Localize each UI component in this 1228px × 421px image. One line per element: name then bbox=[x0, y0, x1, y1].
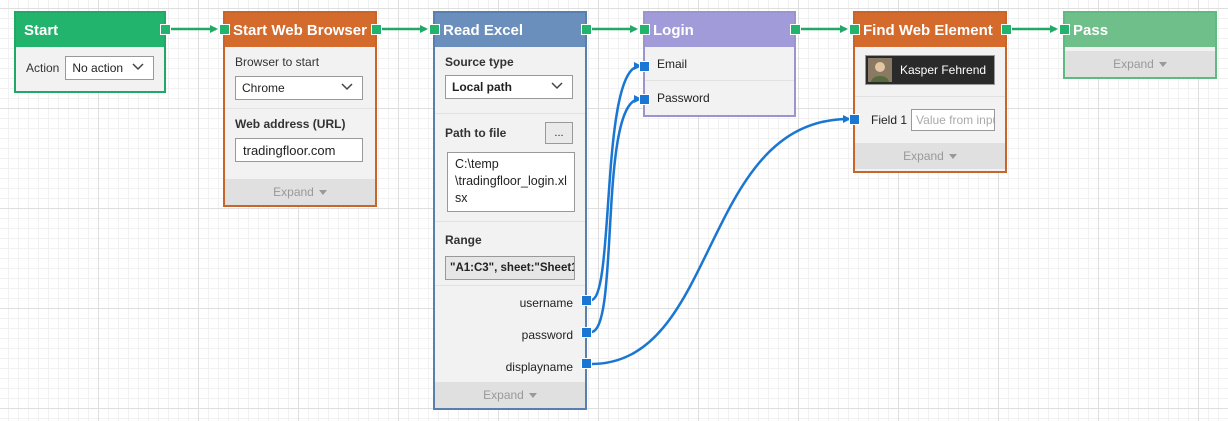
data-link-username-email[interactable] bbox=[590, 62, 642, 302]
find-out-port[interactable] bbox=[1001, 24, 1012, 35]
browser-in-port[interactable] bbox=[219, 24, 230, 35]
find-web-element-node[interactable]: Find Web Element Kasper Fehrend Field 1 … bbox=[853, 11, 1007, 173]
login-node-title: Login bbox=[645, 13, 794, 47]
chevron-down-icon bbox=[341, 83, 353, 91]
pass-node[interactable]: Pass Expand bbox=[1063, 11, 1217, 79]
login-in-port[interactable] bbox=[639, 24, 650, 35]
start-out-port[interactable] bbox=[160, 24, 171, 35]
find-expand-button[interactable]: Expand bbox=[855, 143, 1005, 169]
browser-node-title: Start Web Browser bbox=[225, 13, 375, 47]
find-expand-label: Expand bbox=[903, 149, 944, 163]
find-in-port[interactable] bbox=[849, 24, 860, 35]
data-link-displayname-field1[interactable] bbox=[590, 115, 851, 366]
browser-select-value: Chrome bbox=[242, 81, 285, 95]
browse-button[interactable]: ... bbox=[545, 122, 573, 144]
pass-in-port[interactable] bbox=[1059, 24, 1070, 35]
login-input-password: Password bbox=[657, 91, 710, 105]
username-out-port[interactable] bbox=[581, 295, 592, 306]
browser-select[interactable]: Chrome bbox=[235, 76, 363, 100]
caret-down-icon bbox=[948, 153, 957, 159]
pass-node-title: Pass bbox=[1065, 13, 1215, 47]
start-node[interactable]: Start Action No action bbox=[14, 11, 166, 93]
action-label: Action bbox=[26, 61, 60, 75]
excel-in-port[interactable] bbox=[429, 24, 440, 35]
login-out-port[interactable] bbox=[790, 24, 801, 35]
action-select[interactable]: No action bbox=[65, 56, 154, 80]
password-out-port[interactable] bbox=[581, 327, 592, 338]
action-select-value: No action bbox=[72, 61, 124, 75]
element-screenshot[interactable]: Kasper Fehrend bbox=[865, 55, 995, 85]
field1-placeholder: Value from input bbox=[916, 113, 995, 127]
start-web-browser-node[interactable]: Start Web Browser Browser to start Chrom… bbox=[223, 11, 377, 207]
read-excel-node[interactable]: Read Excel Source type Local path Path t… bbox=[433, 11, 587, 410]
find-node-title: Find Web Element bbox=[855, 13, 1005, 47]
login-input-email: Email bbox=[657, 56, 688, 71]
pass-expand-label: Expand bbox=[1113, 57, 1154, 71]
url-input-value: tradingfloor.com bbox=[243, 142, 336, 158]
field1-label: Field 1 bbox=[871, 113, 908, 127]
caret-down-icon bbox=[1158, 61, 1167, 67]
browser-expand-button[interactable]: Expand bbox=[225, 179, 375, 205]
range-value: "A1:C3", sheet:"Sheet1" bbox=[450, 262, 575, 274]
displayname-out-port[interactable] bbox=[581, 358, 592, 369]
url-label: Web address (URL) bbox=[235, 117, 346, 131]
password-in-port[interactable] bbox=[639, 94, 650, 105]
pass-expand-button[interactable]: Expand bbox=[1065, 51, 1215, 77]
browser-out-port[interactable] bbox=[371, 24, 382, 35]
field1-input[interactable]: Value from input bbox=[911, 109, 995, 131]
range-field[interactable]: "A1:C3", sheet:"Sheet1" bbox=[445, 256, 575, 280]
excel-out-port[interactable] bbox=[581, 24, 592, 35]
source-type-label: Source type bbox=[445, 55, 514, 69]
chevron-down-icon bbox=[551, 82, 563, 90]
chevron-down-icon bbox=[132, 63, 144, 71]
browse-button-label: ... bbox=[554, 127, 564, 139]
browser-label: Browser to start bbox=[235, 55, 320, 69]
start-node-title: Start bbox=[16, 13, 164, 47]
path-textarea[interactable]: C:\temp \tradingfloor_login.xlsx bbox=[447, 152, 575, 212]
excel-expand-label: Expand bbox=[483, 388, 524, 402]
caret-down-icon bbox=[528, 392, 537, 398]
caret-down-icon bbox=[318, 189, 327, 195]
range-label: Range bbox=[445, 233, 482, 247]
login-node[interactable]: Login Email Password bbox=[643, 11, 796, 117]
source-type-value: Local path bbox=[452, 80, 513, 94]
email-in-port[interactable] bbox=[639, 61, 650, 72]
path-label: Path to file bbox=[445, 126, 507, 140]
path-value: C:\temp \tradingfloor_login.xlsx bbox=[455, 157, 567, 205]
output-password: password bbox=[521, 328, 573, 342]
field1-in-port[interactable] bbox=[849, 114, 860, 125]
excel-node-title: Read Excel bbox=[435, 13, 585, 47]
source-type-select[interactable]: Local path bbox=[445, 75, 573, 99]
output-username: username bbox=[519, 296, 573, 310]
output-displayname: displayname bbox=[505, 360, 573, 374]
excel-expand-button[interactable]: Expand bbox=[435, 382, 585, 408]
avatar-icon bbox=[868, 58, 892, 82]
data-link-password-password[interactable] bbox=[590, 95, 642, 334]
element-screenshot-text: Kasper Fehrend bbox=[900, 63, 987, 77]
browser-expand-label: Expand bbox=[273, 185, 314, 199]
data-links bbox=[590, 62, 851, 366]
url-input[interactable]: tradingfloor.com bbox=[235, 138, 363, 162]
